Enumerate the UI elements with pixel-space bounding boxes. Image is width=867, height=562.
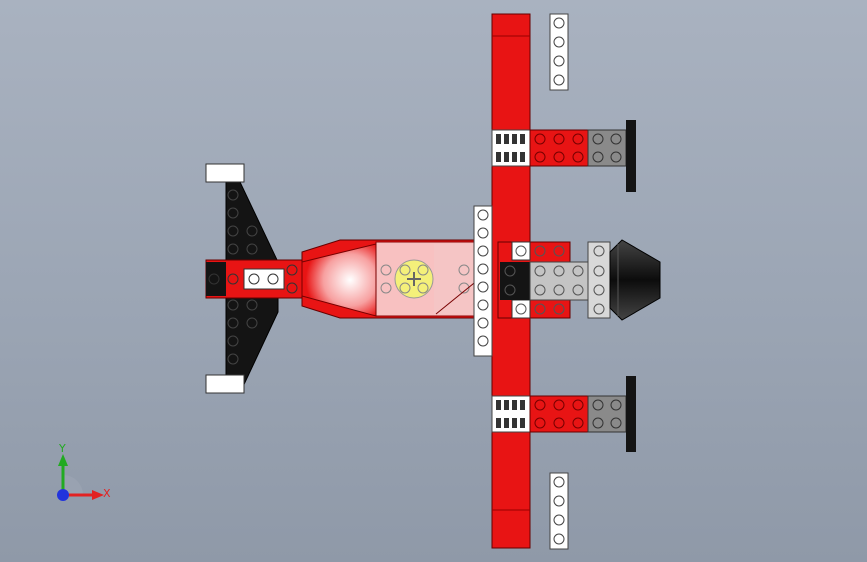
rear-fuselage — [205, 259, 303, 299]
coordinate-triad — [57, 454, 104, 501]
y-axis-arrow-icon — [58, 454, 68, 466]
fuselage — [301, 239, 511, 319]
y-axis-label: Y — [59, 442, 66, 455]
engine-arms — [529, 120, 636, 452]
wing-tip-studs — [549, 13, 569, 550]
z-axis-dot-icon — [57, 489, 69, 501]
nose-section — [497, 239, 661, 321]
x-axis-arrow-icon — [92, 490, 104, 500]
x-axis-label: X — [103, 487, 111, 500]
